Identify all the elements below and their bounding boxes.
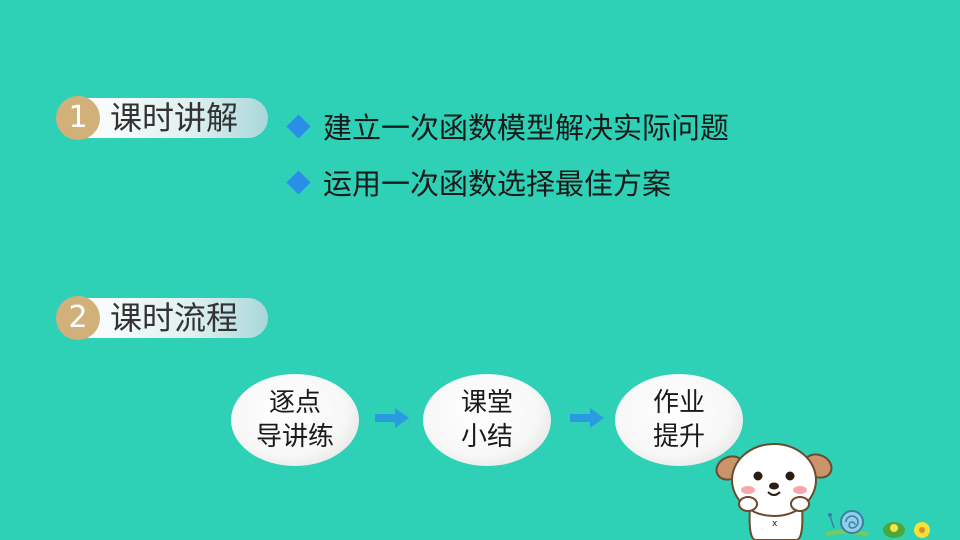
section-label-pill — [78, 98, 268, 138]
bullet-text: 运用一次函数选择最佳方案 — [323, 167, 672, 201]
section-title: 课时讲解 — [110, 99, 239, 137]
right-arrow-icon — [570, 408, 604, 428]
bullet-text: 建立一次函数模型解决实际问题 — [323, 111, 730, 145]
section-heading-process: 2 课时流程 — [56, 296, 270, 340]
section-heading-lecture: 1 课时讲解 — [56, 96, 270, 140]
flow-step-line: 导讲练 — [255, 422, 334, 452]
flow-step-line: 作业 — [652, 388, 705, 418]
flow-step-homework: 作业 提升 — [615, 374, 743, 466]
section-number-badge: 1 — [56, 96, 100, 140]
flow-step-line: 逐点 — [268, 388, 321, 418]
flow-step-summary: 课堂 小结 — [423, 374, 551, 466]
snail-flowers-decoration — [825, 510, 930, 538]
section-label-pill — [78, 298, 268, 338]
right-arrow-icon — [375, 408, 409, 428]
diamond-bullet-icon — [286, 113, 311, 139]
flow-step-line: 课堂 — [460, 388, 513, 418]
bullet-item: 运用一次函数选择最佳方案 — [286, 162, 671, 202]
puppy-mascot-illustration: x — [715, 443, 833, 540]
flow-step-explain: 逐点 导讲练 — [231, 374, 359, 466]
section-title: 课时流程 — [110, 299, 239, 337]
bullet-item: 建立一次函数模型解决实际问题 — [286, 106, 729, 146]
flow-step-line: 小结 — [460, 422, 513, 452]
flow-step-line: 提升 — [652, 422, 705, 452]
section-number-badge: 2 — [56, 296, 100, 340]
svg-text:x: x — [772, 519, 778, 529]
diamond-bullet-icon — [286, 169, 311, 195]
